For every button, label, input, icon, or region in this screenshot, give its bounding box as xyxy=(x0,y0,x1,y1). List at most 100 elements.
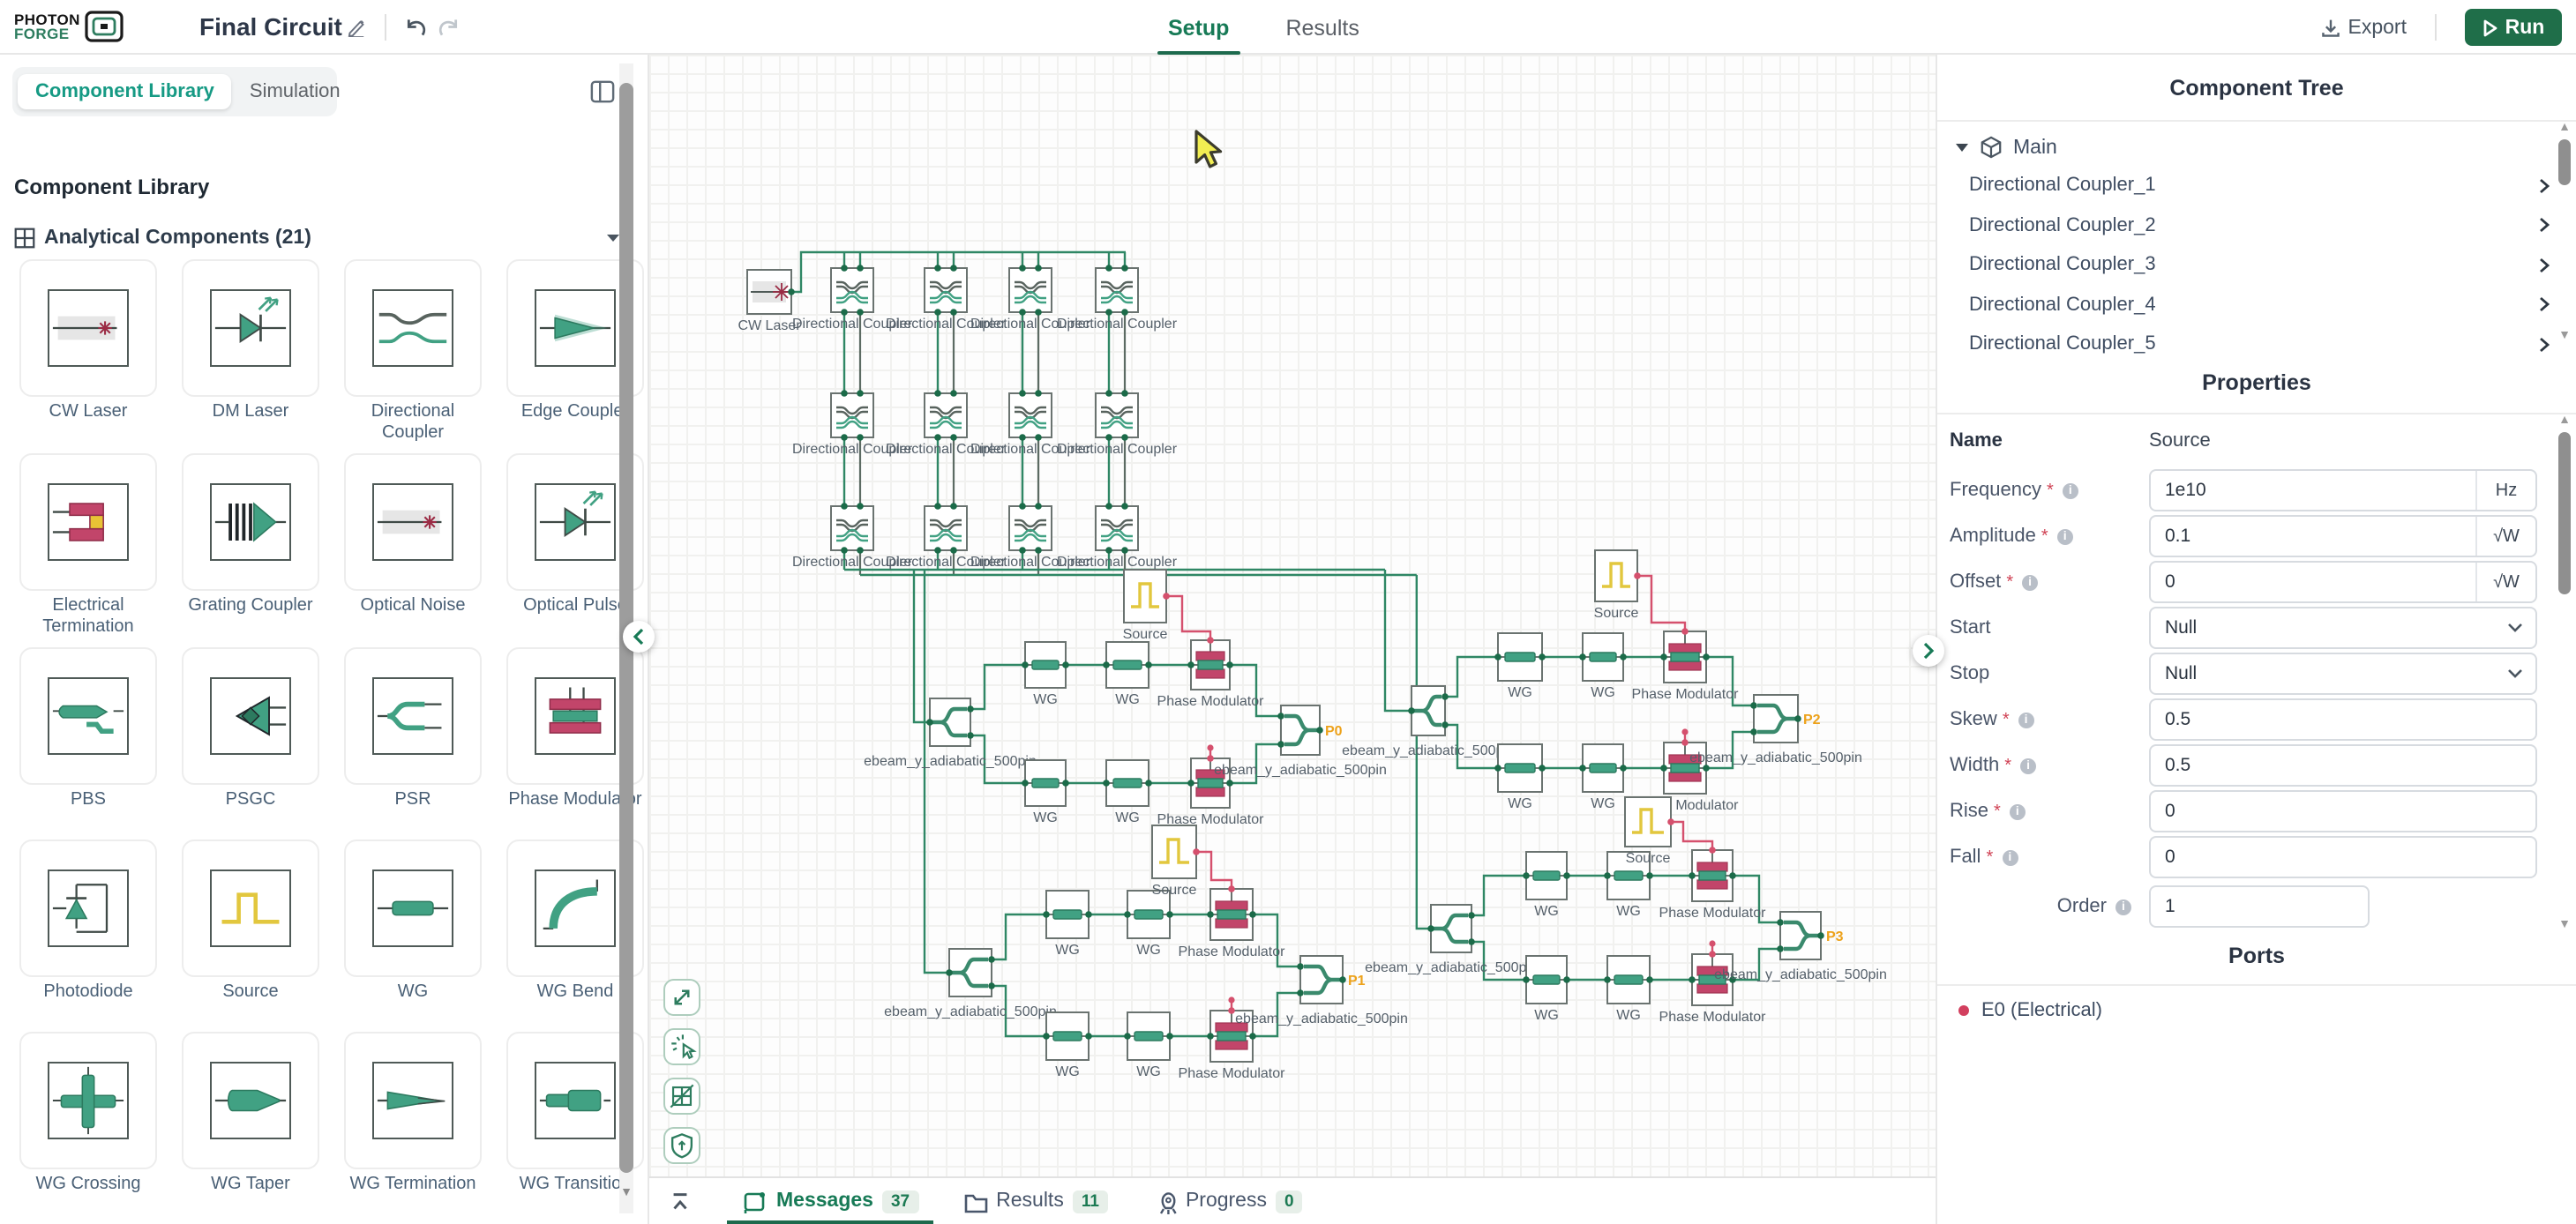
node-pm[interactable]: Phase Modulator xyxy=(1157,637,1265,709)
tree-item-directional-coupler-2[interactable]: Directional Coupler_2 xyxy=(1937,205,2576,245)
tree-item-directional-coupler-5[interactable]: Directional Coupler_5 xyxy=(1937,325,2576,363)
width-input[interactable] xyxy=(2151,746,2535,785)
node-pm[interactable]: Phase Modulator xyxy=(1157,755,1265,827)
node-wg[interactable]: WG xyxy=(1043,890,1092,958)
stop-select[interactable] xyxy=(2149,653,2537,695)
toggle-grid-button[interactable] xyxy=(663,1078,700,1115)
component-card-wg-crossing[interactable] xyxy=(19,1032,157,1169)
frequency-input[interactable] xyxy=(2151,471,2475,510)
export-button[interactable]: Export xyxy=(2320,17,2407,38)
node-dc[interactable]: Directional Coupler xyxy=(970,265,1091,332)
component-group-header[interactable]: Analytical Components (21) xyxy=(14,228,621,249)
bottom-tab-progress[interactable]: Progress 0 xyxy=(1129,1177,1324,1224)
validate-button[interactable] xyxy=(663,1127,700,1164)
collapse-right-panel-handle[interactable] xyxy=(1913,635,1944,667)
caret-down-icon[interactable] xyxy=(1955,142,1969,153)
node-wg[interactable]: WG xyxy=(1022,641,1069,707)
component-card-electrical-termination[interactable] xyxy=(19,453,157,591)
props-scroll-up-arrow[interactable]: ▲ xyxy=(2558,414,2571,427)
tree-item-directional-coupler-4[interactable]: Directional Coupler_4 xyxy=(1937,285,2576,325)
component-card-wg-taper[interactable] xyxy=(182,1032,319,1169)
node-wg[interactable]: WG xyxy=(1604,851,1653,919)
redo-button[interactable] xyxy=(432,11,464,41)
nav-tab-results[interactable]: Results xyxy=(1285,15,1359,40)
node-dc[interactable]: Directional Coupler xyxy=(886,390,1007,457)
component-card-psr[interactable] xyxy=(344,647,482,785)
node-pm[interactable]: Phase Modulator xyxy=(1659,847,1767,921)
node-dc[interactable]: Directional Coupler xyxy=(886,503,1007,570)
fit-view-button[interactable] xyxy=(663,979,700,1016)
start-value[interactable] xyxy=(2151,608,2493,647)
node-dc[interactable]: Directional Coupler xyxy=(792,265,913,332)
node-wg[interactable]: WG xyxy=(1494,632,1546,700)
node-dc[interactable]: Directional Coupler xyxy=(1057,265,1178,332)
tree-scroll-up-arrow[interactable]: ▲ xyxy=(2558,122,2571,134)
node-pm[interactable]: Phase Modulator xyxy=(1179,885,1286,959)
library-panel-toggle-button[interactable] xyxy=(586,76,619,108)
tree-scrollbar-thumb[interactable] xyxy=(2558,139,2571,185)
node-wg[interactable]: WG xyxy=(1579,632,1627,700)
node-laser[interactable]: CW Laser xyxy=(738,269,801,333)
sidebar-tab-simulation[interactable]: Simulation xyxy=(249,81,341,102)
node-wg[interactable]: WG xyxy=(1022,759,1069,825)
auto-arrange-button[interactable] xyxy=(663,1028,700,1065)
node-wg[interactable]: WG xyxy=(1523,955,1570,1023)
fall-input[interactable] xyxy=(2151,838,2535,877)
run-button[interactable]: Run xyxy=(2465,9,2562,46)
node-pm[interactable]: Phase Modulator xyxy=(1659,951,1767,1025)
component-card-source[interactable] xyxy=(182,840,319,977)
node-dc[interactable]: Directional Coupler xyxy=(970,503,1091,570)
bottom-tab-results[interactable]: Results 11 xyxy=(940,1177,1129,1224)
nav-tab-setup[interactable]: Setup xyxy=(1157,0,1239,55)
component-card-directional-coupler[interactable] xyxy=(344,259,482,397)
component-card-wg-termination[interactable] xyxy=(344,1032,482,1169)
node-src[interactable]: Source xyxy=(1594,549,1641,621)
component-card-psgc[interactable] xyxy=(182,647,319,785)
component-card-pbs[interactable] xyxy=(19,647,157,785)
node-ysplit[interactable]: ebeam_y_adiabatic_500pin xyxy=(884,948,1057,1019)
node-wg[interactable]: WG xyxy=(1103,641,1152,707)
node-dc[interactable]: Directional Coupler xyxy=(886,265,1007,332)
node-dc[interactable]: Directional Coupler xyxy=(1057,503,1178,570)
stop-value[interactable] xyxy=(2151,654,2493,693)
node-ysplit[interactable]: ebeam_y_adiabatic_500pin xyxy=(864,698,1037,769)
order-input[interactable] xyxy=(2151,887,2368,926)
tree-root-row[interactable]: Main xyxy=(1937,122,2576,166)
node-src[interactable]: Source xyxy=(1151,825,1200,898)
node-wg[interactable]: WG xyxy=(1124,1011,1173,1079)
component-card-cw-laser[interactable] xyxy=(19,259,157,397)
node-dc[interactable]: Directional Coupler xyxy=(792,390,913,457)
node-pm[interactable]: Phase Modulator xyxy=(1632,628,1740,702)
component-card-grating-coupler[interactable] xyxy=(182,453,319,591)
node-wg[interactable]: WG xyxy=(1579,743,1627,811)
node-wg[interactable]: WG xyxy=(1124,890,1173,958)
tree-scroll-down-arrow[interactable]: ▼ xyxy=(2558,330,2571,342)
offset-input[interactable] xyxy=(2151,563,2475,601)
node-ysplit[interactable]: ebeam_y_adiabatic_500pin xyxy=(1365,904,1538,975)
node-wg[interactable]: WG xyxy=(1043,1011,1092,1079)
component-card-wg[interactable] xyxy=(344,840,482,977)
sidebar-tab-component-library[interactable]: Component Library xyxy=(18,74,232,109)
node-wg[interactable]: WG xyxy=(1604,955,1653,1023)
props-scroll-down-arrow[interactable]: ▼ xyxy=(2558,919,2571,931)
collapse-panel-button[interactable] xyxy=(665,1186,695,1216)
port-row-e0-electrical-[interactable]: E0 (Electrical) xyxy=(1937,986,2576,1021)
collapse-left-panel-handle[interactable] xyxy=(623,621,655,653)
node-ysplit[interactable]: ebeam_y_adiabatic_500pin xyxy=(1342,685,1515,758)
scroll-down-arrow[interactable]: ▼ xyxy=(620,1187,633,1199)
tree-item-directional-coupler-3[interactable]: Directional Coupler_3 xyxy=(1937,245,2576,285)
amplitude-input[interactable] xyxy=(2151,517,2475,556)
tree-item-directional-coupler-1[interactable]: Directional Coupler_1 xyxy=(1937,166,2576,205)
node-dc[interactable]: Directional Coupler xyxy=(792,503,913,570)
bottom-tab-messages[interactable]: Messages 37 xyxy=(720,1177,940,1224)
node-dc[interactable]: Directional Coupler xyxy=(1057,390,1178,457)
node-wg[interactable]: WG xyxy=(1494,743,1546,811)
component-card-photodiode[interactable] xyxy=(19,840,157,977)
props-scrollbar-thumb[interactable] xyxy=(2558,432,2571,594)
node-dc[interactable]: Directional Coupler xyxy=(970,390,1091,457)
